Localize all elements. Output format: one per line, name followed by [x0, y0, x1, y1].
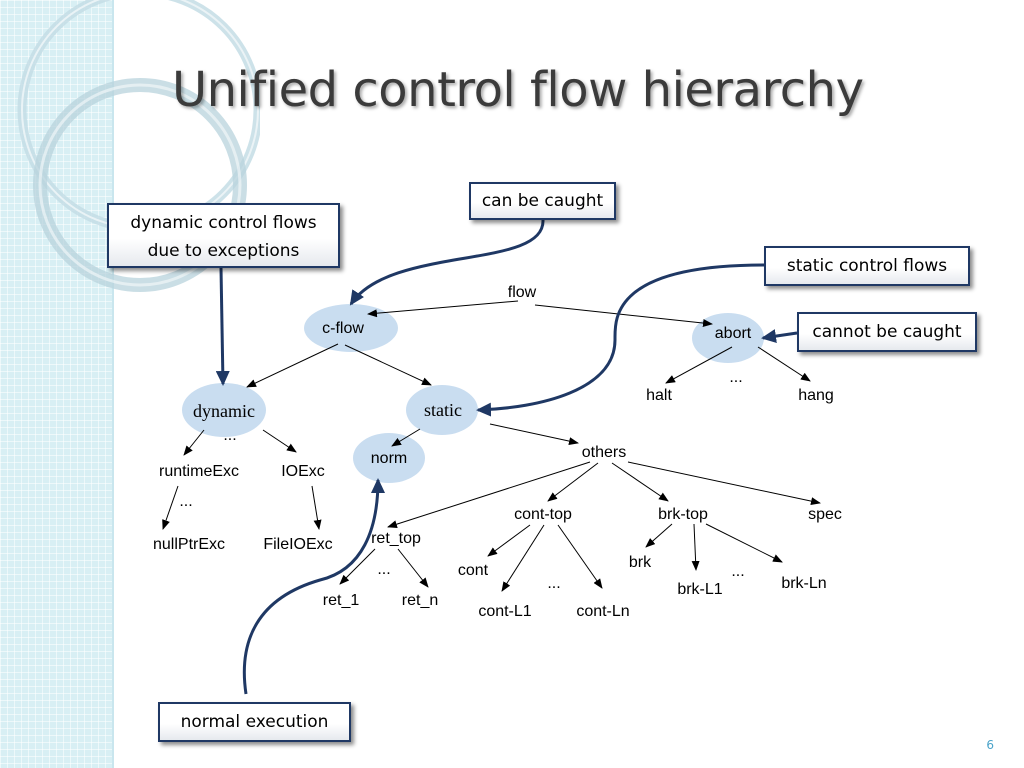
arrow-dynamic-flows — [215, 267, 230, 386]
dynamic-node-shape — [182, 383, 266, 437]
edge-dynamic-ioexc — [262, 429, 297, 453]
edge-brktop-brkl1 — [691, 523, 700, 571]
node-cont-ln: cont-Ln — [576, 603, 629, 620]
node-abort: abort — [715, 325, 752, 342]
static-node-shape — [406, 385, 478, 435]
callout-can-be-caught-text: can be caught — [481, 191, 604, 211]
edge-others-brktop — [611, 462, 669, 502]
node-io-exc: IOExc — [281, 463, 325, 480]
arrow-static-flows — [476, 263, 765, 417]
node-cont-top: cont-top — [514, 506, 572, 523]
norm-node-shape — [353, 433, 425, 483]
callout-dynamic-line1: dynamic control flows — [130, 213, 317, 233]
node-brk-top: brk-top — [658, 506, 708, 523]
edge-conttop-cont — [487, 524, 531, 557]
slide-title: Unified control flow hierarchy — [172, 62, 864, 118]
band-edge — [112, 0, 114, 768]
edge-static-norm — [391, 428, 421, 447]
node-ret-1: ret_1 — [323, 592, 360, 609]
edge-rettop-ret1 — [339, 548, 376, 585]
node-dynamic: dynamic — [193, 401, 255, 421]
node-runtime-exc: runtimeExc — [159, 463, 239, 480]
node-brk-l1: brk-L1 — [677, 581, 722, 598]
edge-others-conttop — [547, 462, 599, 502]
node-file-io-exc: FileIOExc — [263, 536, 332, 553]
ellipsis-abort: ... — [729, 369, 742, 386]
edge-flow-cflow — [367, 300, 519, 318]
node-cont: cont — [458, 562, 489, 579]
node-brk-ln: brk-Ln — [781, 575, 826, 592]
ellipsis-runtime: ... — [179, 493, 192, 510]
edge-ioexc-fileioexc — [311, 485, 322, 530]
callout-normal-execution: normal execution — [158, 702, 351, 742]
edge-conttop-contl1 — [501, 524, 545, 592]
node-brk: brk — [629, 554, 652, 571]
edge-brktop-brkln — [705, 523, 783, 563]
node-others: others — [582, 444, 626, 461]
edge-brktop-brk — [645, 523, 673, 548]
arrow-can-be-caught — [349, 219, 545, 306]
edge-others-spec — [627, 461, 821, 506]
edge-cflow-static — [344, 344, 432, 386]
node-static: static — [424, 400, 462, 420]
edge-runtimeexc-nullptrexc — [162, 485, 179, 530]
edge-static-others — [489, 423, 579, 446]
node-ret-top: ret_top — [371, 530, 421, 547]
callout-cannot-be-caught: cannot be caught — [797, 312, 977, 352]
edge-abort-halt — [665, 346, 733, 384]
node-flow: flow — [508, 284, 537, 301]
edge-conttop-contln — [557, 524, 603, 589]
node-ret-n: ret_n — [402, 592, 438, 609]
ellipsis-brk: ... — [731, 563, 744, 580]
callout-static-text: static control flows — [786, 256, 948, 276]
edge-abort-hang — [757, 346, 811, 382]
edge-others-rettop — [387, 461, 591, 529]
slide-number: 6 — [986, 738, 994, 752]
callout-static-control-flows: static control flows — [764, 246, 970, 286]
arrow-normal-execution — [242, 478, 385, 695]
callout-dynamic-control-flows: dynamic control flows due to exceptions — [107, 203, 340, 268]
node-cont-l1: cont-L1 — [478, 603, 531, 620]
node-spec: spec — [808, 506, 842, 523]
arrow-cannot-be-caught — [761, 329, 798, 344]
ellipsis-cont: ... — [547, 575, 560, 592]
edge-dynamic-runtimeexc — [183, 429, 205, 456]
edge-flow-abort — [534, 304, 713, 328]
node-null-ptr-exc: nullPtrExc — [153, 536, 225, 553]
node-hang: hang — [798, 387, 834, 404]
edge-cflow-dynamic — [246, 343, 339, 388]
callout-cannot-text: cannot be caught — [812, 322, 962, 342]
node-norm: norm — [371, 450, 407, 467]
callout-normal-text: normal execution — [180, 712, 329, 732]
node-c-flow: c-flow — [322, 320, 364, 337]
callout-dynamic-line2: due to exceptions — [147, 241, 300, 261]
edge-rettop-retn — [397, 548, 429, 588]
ellipsis-ret: ... — [377, 561, 390, 578]
node-halt: halt — [646, 387, 672, 404]
ellipsis-dynamic: ... — [223, 427, 236, 444]
callout-can-be-caught: can be caught — [469, 182, 616, 220]
